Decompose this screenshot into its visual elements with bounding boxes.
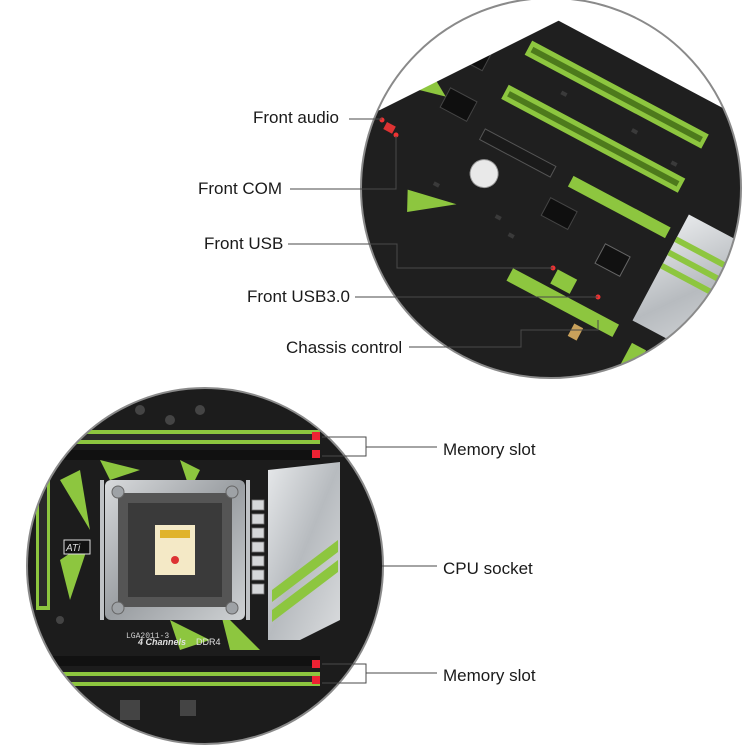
bottom-zoom-circle: ATi LGA2011-3 [26,387,384,745]
label-front-usb: Front USB [204,234,284,253]
memory-slot-top-graphic [40,430,320,460]
vrm-heatsink-graphic [268,462,340,640]
label-front-com: Front COM [198,179,283,198]
top-zoom-circle [360,0,742,379]
ati-logo: ATi [65,543,81,554]
channels-print: 4 Channels [137,637,186,647]
ddr-print: DDR4 [196,637,221,647]
vrm-chokes [251,499,265,595]
label-memory-slot-bottom: Memory slot [443,666,536,685]
label-chassis-control: Chassis control [286,338,403,357]
bottom-leader-lines [322,436,437,684]
cpu-socket-graphic [100,480,250,620]
top-circle-ring [360,0,742,379]
label-cpu-socket: CPU socket [443,559,533,578]
label-front-usb3: Front USB3.0 [247,287,350,306]
label-front-audio: Front audio [253,108,339,127]
label-memory-slot-top: Memory slot [443,440,536,459]
socket-code-print: LGA2011-3 [126,632,169,641]
pcie-slots [478,40,709,239]
memory-slot-bottom-graphic [40,656,320,686]
top-leader-lines [288,118,599,348]
